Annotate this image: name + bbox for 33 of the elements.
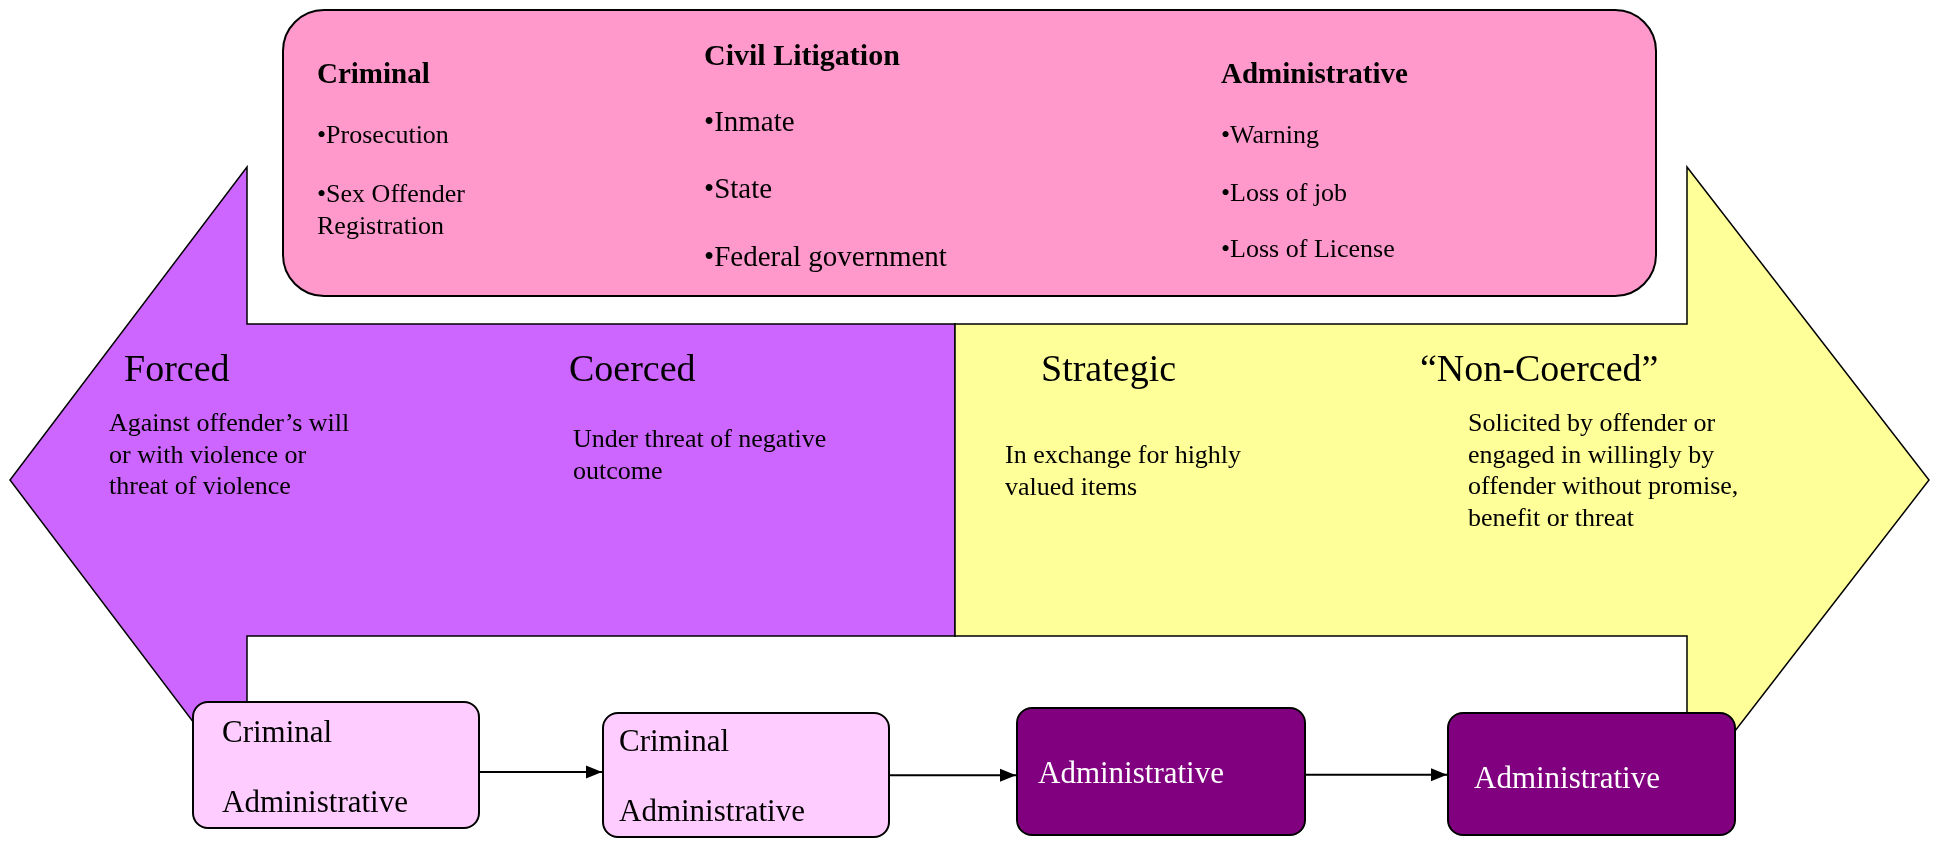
description-text: Against offender’s will or with violence or threat of violence: [109, 407, 351, 503]
category-title: “Non-Coerced”: [1420, 346, 1660, 391]
box-label: Administrative: [619, 792, 806, 830]
box-label: Administrative: [1038, 754, 1225, 792]
description-text: In exchange for highly valued items: [1005, 439, 1243, 503]
box-label: Administrative: [1474, 759, 1661, 797]
category-heading: Administrative: [1221, 56, 1409, 91]
bullet-item: •Loss of License: [1221, 233, 1396, 265]
label-box: [602, 712, 890, 838]
category-heading: Civil Litigation: [704, 37, 901, 73]
label-box: [192, 701, 480, 829]
description-text: Solicited by offender or engaged in willingly by offender without promise, benefit or threat: [1468, 407, 1740, 534]
bullet-item: •Prosecution: [317, 119, 450, 151]
box-label: Criminal: [222, 713, 334, 751]
category-title: Strategic: [1041, 346, 1178, 391]
bullet-item: •Inmate: [704, 104, 796, 139]
bullet-item: •Warning: [1221, 119, 1320, 151]
label-box: [1016, 707, 1306, 836]
arrow: [479, 765, 603, 779]
arrow: [889, 768, 1017, 782]
box-label: Administrative: [222, 783, 409, 821]
bullet-item: •Federal government: [704, 239, 948, 274]
category-heading: Criminal: [317, 56, 431, 91]
box-label: Criminal: [619, 722, 731, 760]
arrow: [1305, 768, 1448, 782]
rounded-panel: [282, 9, 1657, 297]
label-box: [1447, 712, 1736, 836]
category-title: Coerced: [569, 346, 697, 391]
bullet-item: •Sex Offender Registration: [317, 178, 466, 242]
category-title: Forced: [124, 346, 231, 391]
description-text: Under threat of negative outcome: [573, 423, 828, 487]
bullet-item: •State: [704, 171, 774, 206]
bullet-item: •Loss of job: [1221, 177, 1349, 209]
